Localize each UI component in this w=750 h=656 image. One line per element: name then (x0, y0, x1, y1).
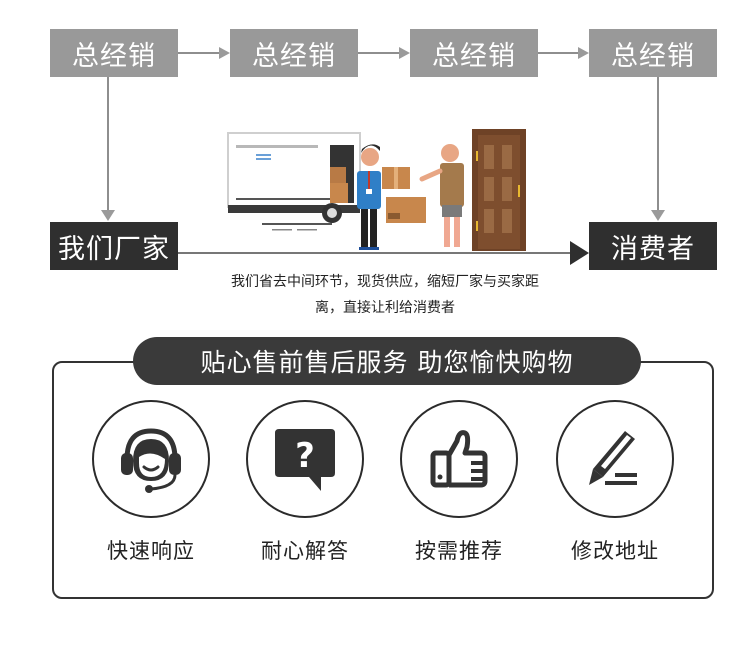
feature-label: 按需推荐 (415, 539, 503, 563)
truck-icon (227, 132, 361, 231)
arrow-right-icon (219, 47, 230, 59)
distributor-box-1: 总经销 (50, 29, 178, 77)
distributor-label: 总经销 (432, 40, 516, 72)
headset-agent-icon (121, 428, 181, 493)
distributor-box-2: 总经销 (230, 29, 358, 77)
feature-label: 耐心解答 (261, 539, 349, 563)
distributor-box-4: 总经销 (589, 29, 717, 77)
arrow-right-icon (578, 47, 589, 59)
feature-circle-recommend (400, 400, 518, 518)
direct-line (178, 252, 578, 254)
connector-line (657, 77, 659, 211)
connector-line (178, 52, 220, 54)
service-banner-title: 贴心售前售后服务 助您愉快购物 (200, 348, 574, 377)
pencil-edit-icon (589, 431, 637, 485)
box-icon (386, 197, 426, 223)
connector-line (358, 52, 400, 54)
factory-box: 我们厂家 (50, 222, 178, 270)
door-icon (472, 129, 526, 251)
feature-circle-quick-response (92, 400, 210, 518)
thumbs-up-icon (430, 430, 488, 488)
svg-text:?: ? (295, 436, 315, 476)
delivery-illustration (227, 129, 526, 251)
delivery-man-icon (357, 144, 381, 250)
arrow-down-icon (101, 210, 115, 221)
description-line-2: 离，直接让利给消费者 (315, 300, 455, 316)
distributor-label: 总经销 (72, 40, 156, 72)
feature-label: 快速响应 (107, 539, 195, 563)
arrow-down-icon (651, 210, 665, 221)
factory-label: 我们厂家 (58, 233, 170, 265)
distributor-label: 总经销 (611, 40, 695, 72)
question-bubble-icon: ? (275, 429, 335, 491)
connector-line (107, 77, 109, 211)
customer-icon (419, 144, 464, 247)
consumer-label: 消费者 (611, 233, 695, 265)
connector-line (538, 52, 579, 54)
description-line-1: 我们省去中间环节，现货供应，缩短厂家与买家距 (231, 274, 539, 290)
service-banner: 贴心售前售后服务 助您愉快购物 (133, 337, 641, 385)
distributor-label: 总经销 (252, 40, 336, 72)
feature-circle-patient-answer: ? (246, 400, 364, 518)
feature-circle-edit-address (556, 400, 674, 518)
arrow-right-icon (570, 241, 589, 265)
feature-label: 修改地址 (571, 539, 659, 563)
distributor-box-3: 总经销 (410, 29, 538, 77)
consumer-box: 消费者 (589, 222, 717, 270)
arrow-right-icon (399, 47, 410, 59)
